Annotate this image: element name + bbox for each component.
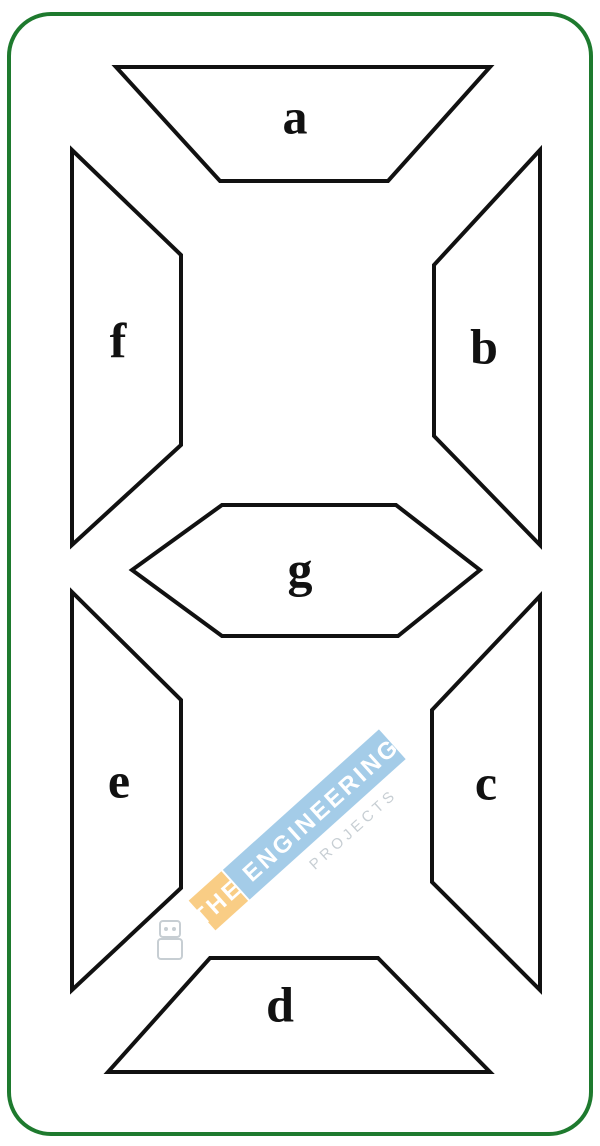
segment-g-label: g bbox=[288, 541, 313, 597]
segment-d bbox=[103, 956, 495, 1074]
segment-e bbox=[70, 587, 183, 995]
segment-a-label: a bbox=[283, 88, 308, 144]
segment-b-label: b bbox=[470, 318, 498, 374]
segment-c bbox=[430, 590, 542, 995]
segment-f-label: f bbox=[110, 312, 128, 368]
watermark-engineering-box bbox=[222, 729, 406, 900]
segment-c-label: c bbox=[475, 754, 497, 810]
segment-d-label: d bbox=[266, 976, 294, 1032]
watermark-the-box bbox=[188, 871, 249, 931]
segment-g bbox=[128, 503, 484, 638]
segment-f bbox=[70, 145, 183, 550]
segment-b bbox=[432, 144, 542, 550]
segment-a bbox=[111, 65, 495, 183]
watermark-robot-icon bbox=[157, 920, 183, 960]
segment-e-label: e bbox=[108, 752, 130, 808]
